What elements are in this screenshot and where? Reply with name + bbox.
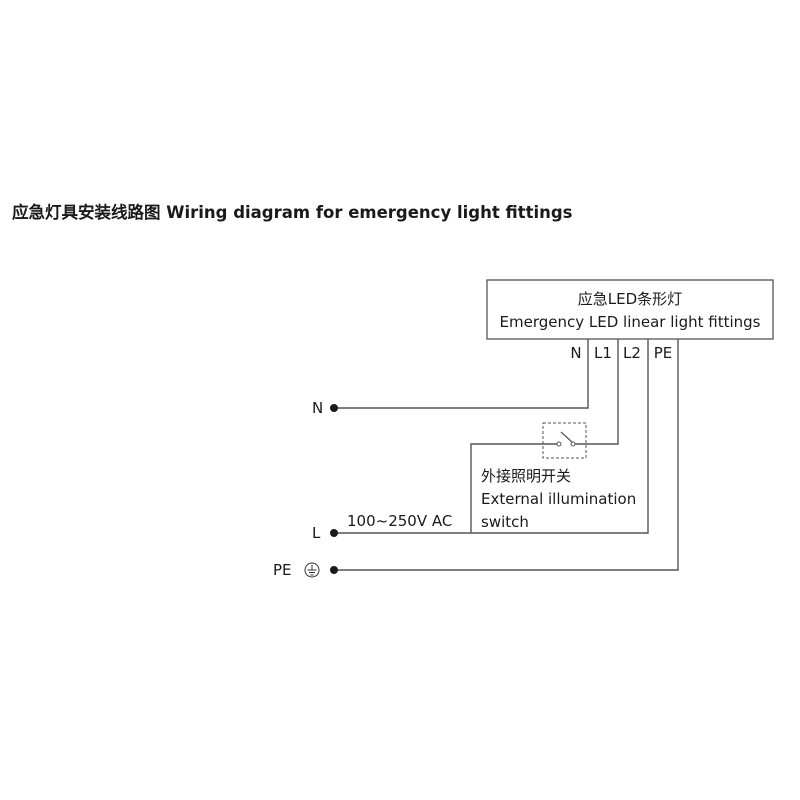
- switch-name-cn: 外接照明开关: [481, 467, 571, 485]
- input-pe-terminal: [330, 566, 338, 574]
- l1-wire: [574, 339, 619, 445]
- live-wire: [334, 339, 649, 534]
- earth-wire: [334, 339, 679, 571]
- input-n-label: N: [312, 399, 323, 417]
- terminal-l1: L1: [594, 344, 612, 362]
- terminal-pe: PE: [654, 344, 673, 362]
- neutral-wire: [334, 339, 589, 409]
- input-n-terminal: [330, 404, 338, 412]
- diagram-title: 应急灯具安装线路图 Wiring diagram for emergency l…: [12, 202, 573, 222]
- fixture-name-en: Emergency LED linear light fittings: [500, 313, 761, 331]
- voltage-label: 100~250V AC: [347, 512, 452, 530]
- switch-name-en-1: External illumination: [481, 490, 636, 508]
- switch-feed-wire: [470, 443, 559, 533]
- fixture-box: [486, 279, 774, 340]
- terminal-n: N: [570, 344, 581, 362]
- fixture-name-cn: 应急LED条形灯: [578, 290, 682, 308]
- input-pe-label: PE: [273, 561, 292, 579]
- switch-icon: [556, 431, 576, 447]
- ground-icon: [304, 562, 320, 578]
- input-l-label: L: [312, 524, 321, 542]
- switch-enclosure: [542, 422, 587, 459]
- switch-name-en-2: switch: [481, 513, 529, 531]
- input-l-terminal: [330, 529, 338, 537]
- terminal-l2: L2: [623, 344, 641, 362]
